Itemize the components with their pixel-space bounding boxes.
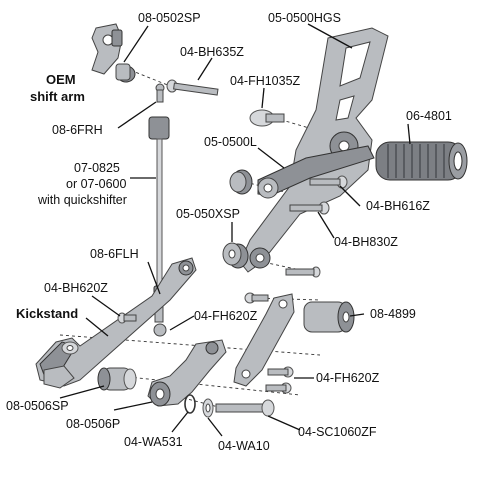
label-04-FH1035Z: 04-FH1035Z (230, 74, 301, 88)
label-08-0506SP: 08-0506SP (6, 399, 69, 413)
label-with-quickshifter: with quickshifter (37, 193, 127, 207)
label-oem: OEM (46, 72, 76, 87)
label-04-FH620Z-upper: 04-FH620Z (194, 309, 258, 323)
spacer-08-0506SP (97, 367, 137, 391)
label-04-WA531: 04-WA531 (124, 435, 183, 449)
label-08-6FLH: 08-6FLH (90, 247, 139, 261)
bolt-bracket-lower (285, 266, 321, 278)
bolt-04-SC1060ZF (215, 399, 275, 417)
shift-lever-05-0500L (257, 145, 375, 199)
part-labels: OEM shift arm 08-0502SP 04-BH635Z 05-050… (6, 11, 452, 453)
bolt-04-FH1035Z (249, 109, 285, 127)
washer-04-WA531 (184, 394, 196, 414)
label-08-4899: 08-4899 (370, 307, 416, 321)
oem-shift-arm (91, 23, 123, 75)
label-04-BH616Z: 04-BH616Z (366, 199, 430, 213)
lower-mount-bracket (233, 293, 295, 387)
bolt-04-BH635Z (166, 79, 219, 96)
label-06-4801: 06-4801 (406, 109, 452, 123)
label-07-0600: or 07-0600 (66, 177, 127, 191)
spacer-05-050XSP (222, 242, 249, 269)
label-shift-arm: shift arm (30, 89, 85, 104)
spacer-08-0502SP (115, 63, 136, 83)
lever-spacer (229, 169, 253, 195)
spacer-08-4899 (303, 301, 355, 333)
bolt-04-BH620Z (117, 312, 137, 324)
label-04-FH620Z-lower: 04-FH620Z (316, 371, 380, 385)
bolts-04-FH620Z-lower (265, 366, 294, 394)
kickstand-bracket (35, 257, 197, 389)
label-07-0825: 07-0825 (74, 161, 120, 175)
pedal-08-0506P (147, 339, 227, 407)
label-04-SC1060ZF: 04-SC1060ZF (298, 425, 377, 439)
label-04-WA10: 04-WA10 (218, 439, 270, 453)
label-04-BH620Z: 04-BH620Z (44, 281, 108, 295)
peg-06-4801 (375, 141, 468, 181)
label-05-0500L: 05-0500L (204, 135, 257, 149)
label-05-050XSP: 05-050XSP (176, 207, 240, 221)
bolt-04-BH830Z (289, 201, 330, 215)
washer-04-WA10 (202, 398, 214, 418)
label-08-6FRH: 08-6FRH (52, 123, 103, 137)
bolt-04-FH620Z-upper (244, 292, 269, 304)
leader-lines (59, 23, 411, 437)
label-04-BH830Z: 04-BH830Z (334, 235, 398, 249)
label-08-0502SP: 08-0502SP (138, 11, 201, 25)
label-04-BH635Z: 04-BH635Z (180, 45, 244, 59)
label-05-0500HGS: 05-0500HGS (268, 11, 341, 25)
bolt-04-BH616Z (309, 175, 348, 189)
label-08-0506P: 08-0506P (66, 417, 120, 431)
label-kickstand: Kickstand (16, 306, 78, 321)
